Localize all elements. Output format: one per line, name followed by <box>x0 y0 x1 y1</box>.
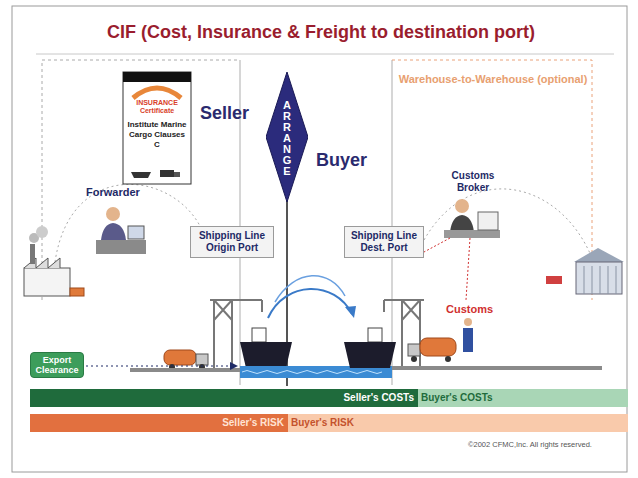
ship-icon <box>131 172 151 178</box>
small-truck <box>546 276 562 284</box>
party-label: Seller <box>200 103 249 124</box>
warehouse-zone-border <box>392 60 592 300</box>
certificate-band <box>123 72 191 82</box>
party-label: Buyer <box>316 150 367 171</box>
person-head <box>106 207 120 221</box>
cost-band: Buyer's COSTs <box>418 389 628 407</box>
ship-hull <box>240 342 292 368</box>
warehouse <box>576 262 622 294</box>
cargo-box <box>70 288 84 296</box>
warehouse-roof <box>574 248 624 262</box>
cost-band: Seller's COSTs <box>30 389 418 407</box>
arrow-head <box>230 362 238 370</box>
truck-icon <box>160 170 174 177</box>
export-clearance-box: Export Clearance <box>30 352 84 378</box>
node-text: Seller's COSTs <box>343 392 414 404</box>
smoke <box>36 226 48 238</box>
truck-icon <box>174 172 180 177</box>
diagram-title: CIF (Cost, Insurance & Freight to destin… <box>24 22 618 43</box>
leader-line <box>424 238 450 252</box>
documents <box>478 212 498 230</box>
insurance-certificate: INSURANCE CertificateInstitute Marine Ca… <box>123 72 191 184</box>
role-label: Forwarder <box>86 186 140 198</box>
certificate-paper <box>123 72 191 184</box>
risk-band: Seller's RISK <box>30 414 288 432</box>
factory-chimney <box>30 244 35 264</box>
desk <box>96 240 146 254</box>
node-text: Shipping Line Origin Port <box>191 230 273 254</box>
node-text: Export Clearance <box>31 355 83 375</box>
shipping-arc <box>275 276 345 302</box>
crane <box>384 300 424 366</box>
node-text: INSURANCE Certificate <box>127 99 187 115</box>
factory-roof <box>24 258 60 268</box>
zone-divider <box>391 60 393 385</box>
leader-line <box>466 238 470 300</box>
person-body <box>450 215 474 232</box>
warehouse-door <box>584 266 616 294</box>
copyright-note: ©2002 CFMC,Inc. All rights reserved. <box>468 440 592 449</box>
factory-building <box>24 268 70 296</box>
node-text: Seller's RISK <box>222 417 284 429</box>
arrange-diamond: ARRANGE <box>266 72 308 202</box>
arrow-head <box>345 306 356 318</box>
truck-cargo <box>164 350 196 365</box>
seller-zone-border <box>42 60 240 300</box>
node-text: Shipping Line Dest. Port <box>345 230 423 254</box>
truck-cargo <box>420 338 456 356</box>
ship-bridge <box>368 328 382 342</box>
export-route <box>86 366 232 367</box>
frame <box>12 6 627 472</box>
computer <box>128 226 144 239</box>
quay <box>130 368 240 372</box>
wheel <box>411 356 417 362</box>
risk-band: Buyer's RISK <box>288 414 628 432</box>
node-text: Institute Marine Cargo Clauses C <box>125 120 189 150</box>
truck-cab <box>408 344 420 356</box>
officer-head <box>464 318 472 326</box>
origin-port-box: Shipping Line Origin Port <box>190 226 274 258</box>
node-text: Buyer's RISK <box>291 417 354 429</box>
node-text: Buyer's COSTs <box>421 392 493 404</box>
ship-bridge <box>252 328 266 342</box>
route-arc <box>55 184 200 262</box>
person-head <box>455 199 469 213</box>
diamond-outline <box>266 72 308 202</box>
node-text: ARRANGE <box>281 99 293 176</box>
wheel <box>445 356 451 362</box>
wave <box>242 371 382 374</box>
officer-body <box>463 328 473 352</box>
route-arc <box>424 189 592 258</box>
certificate-arch <box>133 88 181 98</box>
title-rule <box>36 54 614 55</box>
person-body <box>101 223 126 240</box>
ship-hull <box>344 342 396 368</box>
quay <box>392 366 602 370</box>
role-label: Customs Broker <box>442 170 504 194</box>
destination-port-box: Shipping Line Dest. Port <box>344 226 424 258</box>
zone-label: Warehouse-to-Warehouse (optional) <box>398 73 588 86</box>
role-label: Customs <box>446 303 493 315</box>
desk <box>444 230 500 238</box>
truck-cab <box>196 354 208 365</box>
